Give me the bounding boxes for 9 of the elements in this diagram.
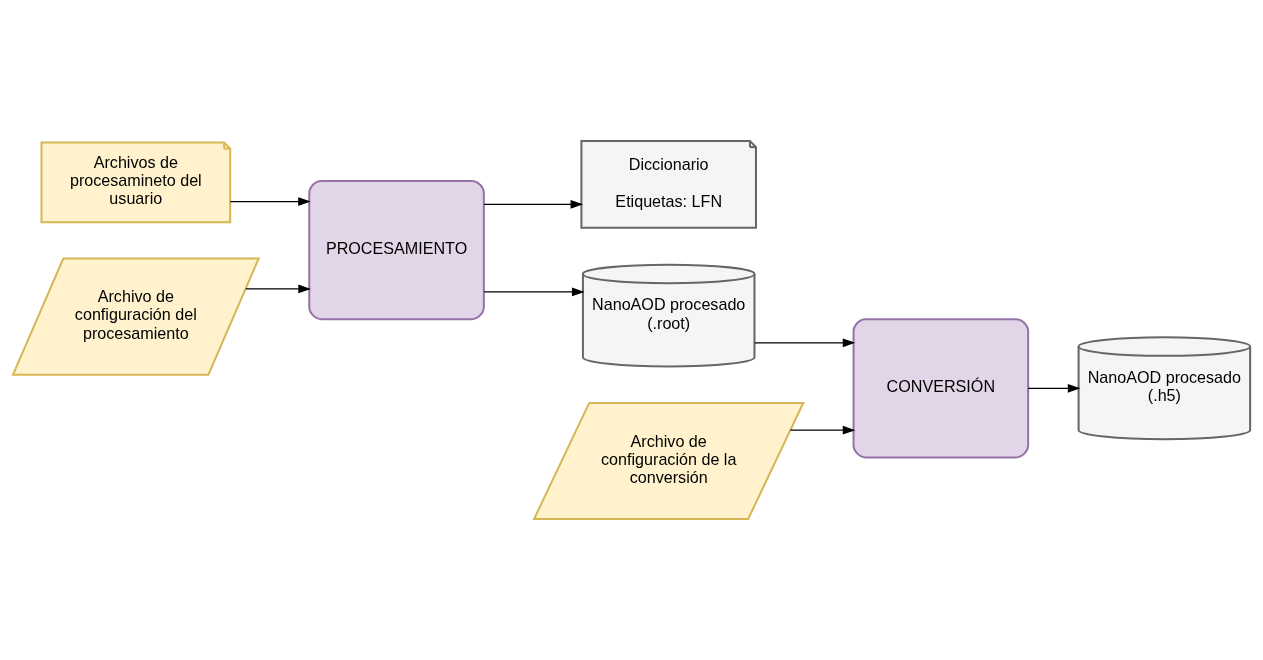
arrow <box>483 199 584 209</box>
arrow <box>754 338 856 348</box>
arrow <box>789 425 856 435</box>
arrow <box>229 197 311 206</box>
arrow <box>483 287 585 297</box>
arrow <box>245 284 311 294</box>
node-box: PROCESAMIENTO <box>308 179 485 321</box>
node-box: CONVERSIÓN <box>852 318 1030 459</box>
arrow <box>1027 383 1081 393</box>
